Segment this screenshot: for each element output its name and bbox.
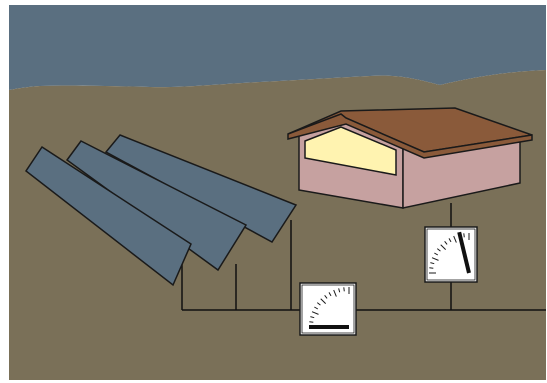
solar-panel-back — [104, 134, 298, 243]
meter-tick — [338, 288, 341, 293]
meter-tick — [309, 321, 314, 323]
meter-tick — [343, 287, 345, 292]
meter-needle — [457, 231, 471, 274]
meter-tick — [333, 289, 337, 297]
meter-tick — [431, 257, 439, 261]
meter-inner-border — [426, 228, 476, 281]
meter-tick — [444, 240, 448, 245]
meter-tick — [310, 316, 315, 319]
meter-tick — [448, 238, 452, 243]
meter-tick — [463, 233, 465, 238]
meter-tick — [324, 294, 328, 299]
solar-panel-front — [24, 145, 192, 287]
house-roof-edge — [287, 113, 533, 159]
solar-array — [24, 134, 298, 287]
inverter-meter — [299, 282, 357, 336]
meter-tick — [440, 244, 447, 251]
sky — [9, 5, 546, 90]
meter-tick — [436, 248, 441, 252]
meter-tick — [311, 311, 319, 315]
house — [287, 107, 533, 209]
meter-tick — [328, 292, 332, 297]
meter-scale — [309, 287, 350, 328]
house-meter — [424, 226, 478, 283]
meter-tick — [430, 262, 435, 265]
house-window — [304, 126, 397, 176]
meter-tick — [429, 267, 434, 269]
meter-tick — [453, 235, 457, 243]
meter-tick — [434, 252, 439, 256]
meter-tick — [316, 302, 321, 306]
meter-inner-border — [301, 284, 355, 334]
solar-panel-middle — [65, 140, 248, 272]
meter-tick — [314, 306, 319, 310]
meter-tick — [320, 298, 327, 305]
wiring — [181, 203, 546, 311]
